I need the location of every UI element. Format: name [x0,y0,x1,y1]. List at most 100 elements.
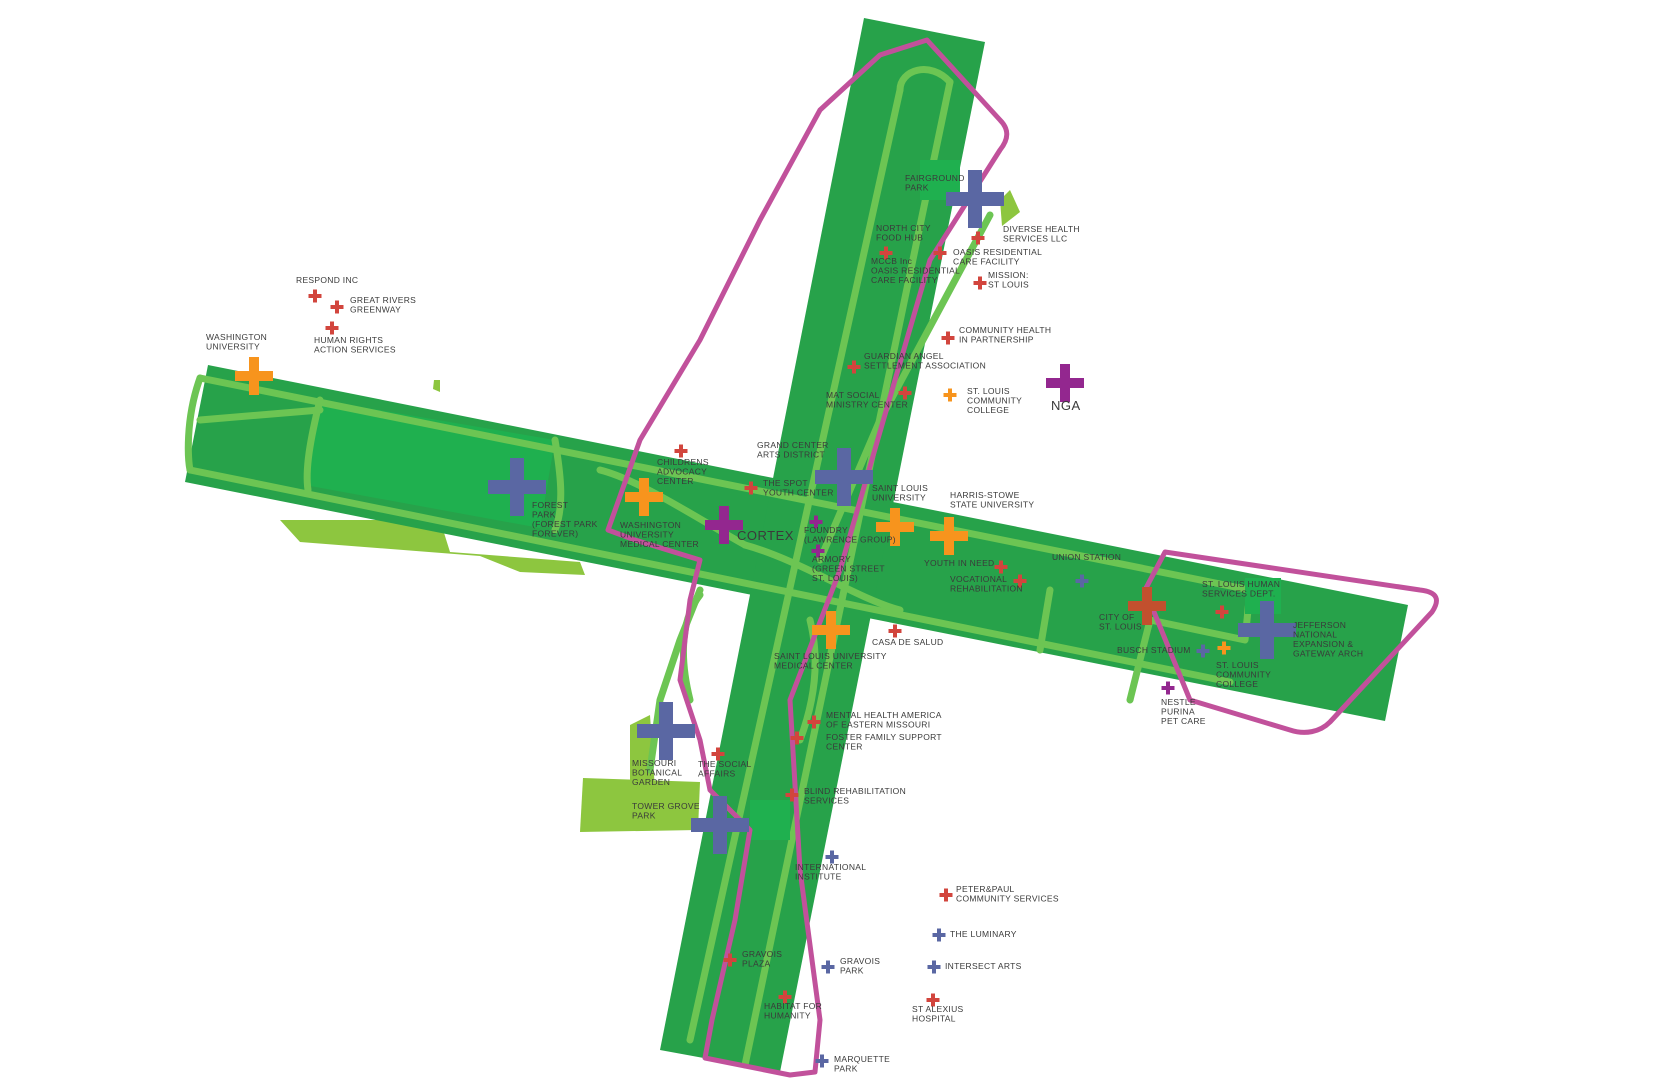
washington-university-marker-icon[interactable] [235,357,273,395]
saint-louis-university-label-line: UNIVERSITY [872,493,926,503]
foundry-label-line: FOUNDRY [804,525,848,535]
nga-marker-icon[interactable] [1046,364,1084,402]
st-louis-human-services-dept-label-line: SERVICES DEPT. [1202,589,1275,599]
saint-louis-university-marker-icon[interactable] [876,508,914,546]
north-city-food-hub-marker-icon[interactable] [879,246,893,260]
peter-paul-community-services-marker-icon[interactable] [939,888,953,902]
st-louis-community-college-north-marker-icon[interactable] [943,388,957,402]
foster-family-support-center-marker-icon[interactable] [790,731,804,745]
blind-rehabilitation-services-marker-icon[interactable] [785,788,799,802]
mission-st-louis-marker-icon[interactable] [973,276,987,290]
intersect-arts-marker-icon[interactable] [927,960,941,974]
washington-university-medical-center-marker-icon[interactable] [625,478,663,516]
saint-louis-university-medical-center-marker-icon[interactable] [812,611,850,649]
great-rivers-greenway-label-line: GREENWAY [350,305,401,315]
st-louis-community-college-downtown-marker-icon[interactable] [1217,641,1231,655]
blind-rehabilitation-services-label-line: SERVICES [804,796,849,806]
st-louis-community-college-north-label-line: ST. LOUIS [967,386,1010,396]
the-luminary-label: THE LUMINARY [950,929,1017,939]
mccb-oasis-residential-label-line: CARE FACILITY [871,275,938,285]
fairground-park-marker-icon[interactable] [946,170,1004,228]
intersect-arts-label: INTERSECT ARTS [945,961,1022,971]
marquette-park-marker-icon[interactable] [815,1054,829,1068]
oasis-residential-care-facility-label-line: OASIS RESIDENTIAL [953,247,1042,257]
respond-inc-label: RESPOND INC [296,275,358,285]
jefferson-national-expansion-marker-icon[interactable] [1238,601,1296,659]
gravois-park-marker-icon[interactable] [821,960,835,974]
grand-center-arts-district-label-line: ARTS DISTRICT [757,450,825,460]
casa-de-salud-marker-icon[interactable] [888,624,902,638]
harris-stowe-state-university-marker-icon[interactable] [930,517,968,555]
diverse-health-services-label-line: SERVICES LLC [1003,234,1067,244]
gravois-park-label-line: GRAVOIS [840,956,880,966]
union-station-marker-icon[interactable] [1075,574,1089,588]
international-institute-marker-icon[interactable] [825,850,839,864]
st-alexius-hospital-marker-icon[interactable] [926,993,940,1007]
vocational-rehabilitation-marker-icon[interactable] [1013,574,1027,588]
the-luminary-marker-icon[interactable] [932,928,946,942]
foundry-marker-icon[interactable] [809,515,823,529]
forest-park-marker-icon[interactable] [488,458,546,516]
cortex-marker-icon[interactable] [705,506,743,544]
gravois-plaza-marker-icon[interactable] [723,953,737,967]
oasis-residential-care-facility-marker-icon[interactable] [933,246,947,260]
community-health-in-partnership-label-line: COMMUNITY HEALTH [959,325,1051,335]
mental-health-america-marker-icon[interactable] [807,715,821,729]
mat-social-ministry-center-marker-icon[interactable] [898,386,912,400]
busch-stadium-marker-icon[interactable] [1196,644,1210,658]
the-social-affairs-marker-icon[interactable] [711,747,725,761]
mental-health-america-label-line: OF EASTERN MISSOURI [826,720,930,730]
tower-grove-park-label-line: TOWER GROVE [632,801,700,811]
armory-label-line: ARMORY [812,554,851,564]
habitat-for-humanity-marker-icon[interactable] [778,990,792,1004]
guardian-angel-settlement-association-marker-icon[interactable] [847,360,861,374]
youth-in-need-marker-icon[interactable] [994,560,1008,574]
nestle-purina-pet-care-marker-icon[interactable] [1161,681,1175,695]
st-louis-human-services-dept-marker-icon[interactable] [1215,605,1229,619]
missouri-botanical-garden-marker-icon[interactable] [637,702,695,760]
human-rights-action-services-label-line: ACTION SERVICES [314,345,396,355]
washington-university-medical-center-label-line: MEDICAL CENTER [620,539,699,549]
international-institute-label-line: INSTITUTE [795,872,842,882]
diverse-health-services-marker-icon[interactable] [971,231,985,245]
guardian-angel-settlement-association-label-line: SETTLEMENT ASSOCIATION [864,361,986,371]
marquette-park-label-line: PARK [834,1064,858,1074]
mission-st-louis-label-line: MISSION: [988,270,1029,280]
the-spot-youth-center-marker-icon[interactable] [744,481,758,495]
washington-university-label-line: WASHINGTON [206,332,267,342]
human-rights-action-services-marker-icon[interactable] [325,321,339,335]
mccb-oasis-residential-label-line: OASIS RESIDENTIAL [871,266,960,276]
childrens-advocacy-center-label-line: CHILDRENS [657,457,709,467]
city-of-st-louis-marker-icon[interactable] [1128,587,1166,625]
community-health-in-partnership-label-line: IN PARTNERSHIP [959,335,1034,345]
park-patch-towergrove [580,778,700,832]
city-of-st-louis-label-line: CITY OF [1099,612,1134,622]
union-station-label: UNION STATION [1052,552,1121,562]
respond-inc-marker-icon[interactable] [308,289,322,303]
foster-family-support-center-label-line: FOSTER FAMILY SUPPORT [826,732,942,742]
community-health-in-partnership-marker-icon[interactable] [941,331,955,345]
busch-stadium-label: BUSCH STADIUM [1117,645,1191,655]
vocational-rehabilitation-label-line: REHABILITATION [950,584,1023,594]
great-rivers-greenway-marker-icon[interactable] [330,300,344,314]
mat-social-ministry-center-label-line: MINISTRY CENTER [826,400,908,410]
armory-marker-icon[interactable] [811,544,825,558]
tower-grove-park-marker-icon[interactable] [691,796,749,854]
childrens-advocacy-center-marker-icon[interactable] [674,444,688,458]
grand-center-arts-district-marker-icon[interactable] [815,448,873,506]
